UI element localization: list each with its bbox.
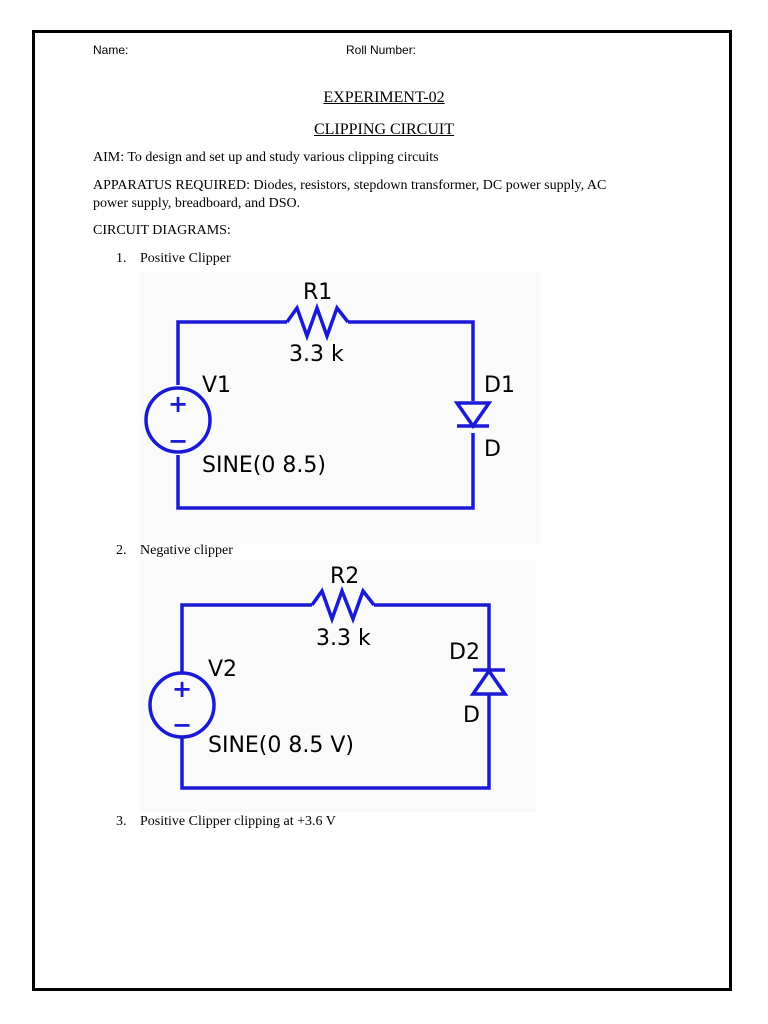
experiment-title: EXPERIMENT-02 (323, 89, 445, 106)
resistor-icon (310, 586, 376, 625)
list-item-number: 2. (116, 543, 127, 558)
resistor-value: 3.3 k (316, 626, 371, 651)
list-item-number: 1. (116, 251, 127, 266)
resistor-name: R1 (303, 280, 332, 305)
voltage-source-icon (144, 386, 212, 454)
diode-model: D (463, 703, 480, 728)
diode-model: D (484, 437, 501, 462)
page-border (32, 30, 732, 991)
minus-terminal: − (168, 427, 188, 455)
roll-number-label: Roll Number: (346, 43, 417, 57)
resistor-icon (285, 302, 350, 342)
wire-top-left (180, 603, 312, 672)
subject-title: CLIPPING CIRCUIT (313, 121, 454, 138)
source-name: V1 (202, 373, 231, 398)
diode-name: D1 (484, 373, 515, 398)
wire-top-right (374, 603, 491, 670)
list-item-number: 3. (116, 814, 127, 829)
plus-terminal: + (168, 390, 188, 418)
minus-terminal: − (172, 711, 192, 739)
diode-name: D2 (449, 640, 480, 665)
apparatus-line-1: APPARATUS REQUIRED: Diodes, resistors, s… (93, 178, 607, 193)
apparatus-line-2: power supply, breadboard, and DSO. (93, 196, 301, 211)
resistor-value: 3.3 k (289, 342, 344, 367)
resistor-name: R2 (330, 564, 359, 589)
diode-icon (453, 401, 493, 430)
source-name: V2 (208, 657, 237, 682)
source-value: SINE(0 8.5 V) (208, 733, 354, 758)
circuit-diagrams-heading: CIRCUIT DIAGRAMS: (93, 223, 231, 238)
diode-icon (469, 667, 509, 696)
wire-top-right (348, 320, 475, 401)
list-item-label: Negative clipper (140, 543, 233, 558)
source-value: SINE(0 8.5) (202, 453, 326, 478)
wire-bottom (176, 433, 475, 510)
name-label: Name: (93, 43, 129, 57)
negative-clipper-diagram: R2 3.3 k V2 SINE(0 8.5 V) D2 D + − (140, 560, 536, 812)
list-item-label: Positive Clipper clipping at +3.6 V (140, 814, 336, 829)
wire-top-left (176, 320, 287, 385)
voltage-source-icon (148, 671, 216, 739)
wire-bottom (180, 694, 491, 790)
aim-text: AIM: To design and set up and study vari… (93, 150, 439, 165)
plus-terminal: + (172, 675, 192, 703)
positive-clipper-diagram: R1 3.3 k V1 SINE(0 8.5) D1 D + − (140, 272, 540, 544)
list-item-label: Positive Clipper (140, 251, 231, 266)
